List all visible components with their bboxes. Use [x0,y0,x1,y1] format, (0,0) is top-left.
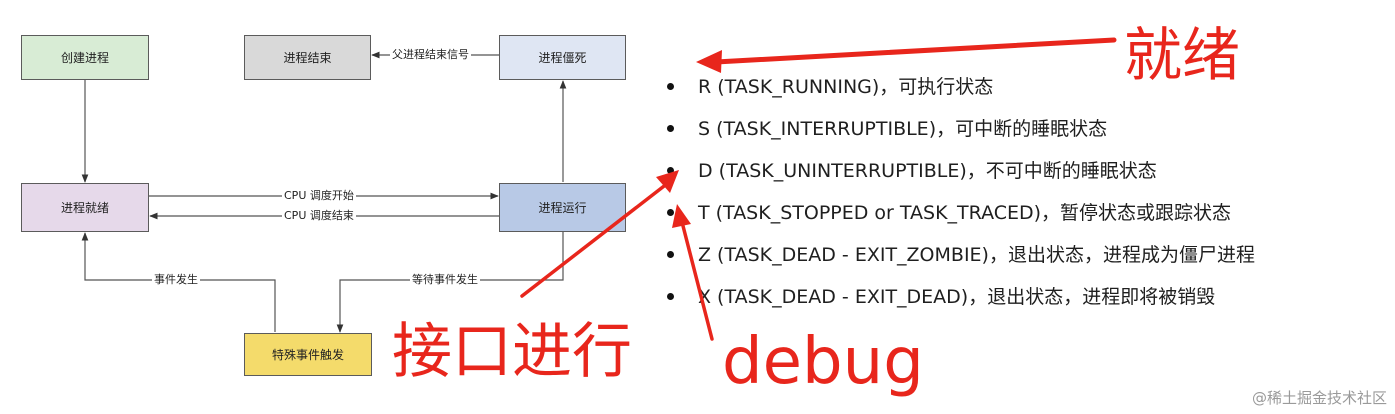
bullet-dot-icon [667,209,674,216]
node-process-end-label: 进程结束 [283,51,332,65]
process-state-list: R (TASK_RUNNING)，可执行状态 S (TASK_INTERRUPT… [664,66,1255,318]
bullet-dot-icon [667,167,674,174]
state-item-text: X (TASK_DEAD - EXIT_DEAD)，退出状态，进程即将被销毁 [698,286,1216,308]
state-item-d: D (TASK_UNINTERRUPTIBLE)，不可中断的睡眠状态 [664,150,1255,192]
node-process-zombie-label: 进程僵死 [538,51,587,65]
node-process-running-label: 进程运行 [538,201,587,215]
annotation-arrow-debug [680,220,714,341]
annotation-arrow-ready [713,37,1117,65]
state-item-text: T (TASK_STOPPED or TASK_TRACED)，暂停状态或跟踪状… [698,202,1232,224]
node-process-end: 进程结束 [244,35,371,80]
annotation-arrowhead-ready [696,50,722,73]
watermark: @稀土掘金技术社区 [1251,389,1387,407]
bullet-dot-icon [667,125,674,132]
node-create-process: 创建进程 [21,35,149,80]
node-process-zombie: 进程僵死 [499,35,626,80]
annotation-arrow-interface [520,181,670,298]
edge-label-event-occurs: 事件发生 [152,273,200,286]
annotation-text-interface: 接口进行 [392,317,632,387]
edge-label-cpu-end: CPU 调度结束 [282,209,356,222]
annotation-arrowhead-interface [656,170,679,193]
state-item-s: S (TASK_INTERRUPTIBLE)，可中断的睡眠状态 [664,108,1255,150]
bullet-dot-icon [667,251,674,258]
annotation-arrowhead-debug [672,204,691,228]
state-item-text: R (TASK_RUNNING)，可执行状态 [698,76,994,98]
state-item-r: R (TASK_RUNNING)，可执行状态 [664,66,1255,108]
edge-label-cpu-start: CPU 调度开始 [282,189,356,202]
state-item-text: S (TASK_INTERRUPTIBLE)，可中断的睡眠状态 [698,118,1108,140]
annotation-text-ready: 就绪 [1124,21,1241,89]
state-item-z: Z (TASK_DEAD - EXIT_ZOMBIE)，退出状态，进程成为僵尸进… [664,234,1255,276]
annotation-text-debug: debug [722,325,924,399]
node-process-running: 进程运行 [499,183,626,232]
edge-label-wait-event: 等待事件发生 [410,273,480,286]
node-special-event-label: 特殊事件触发 [271,348,344,362]
state-item-t: T (TASK_STOPPED or TASK_TRACED)，暂停状态或跟踪状… [664,192,1255,234]
edge-label-parent-signal: 父进程结束信号 [390,48,471,61]
bullet-dot-icon [667,293,674,300]
bullet-dot-icon [667,83,674,90]
state-item-x: X (TASK_DEAD - EXIT_DEAD)，退出状态，进程即将被销毁 [664,276,1255,318]
state-item-text: Z (TASK_DEAD - EXIT_ZOMBIE)，退出状态，进程成为僵尸进… [698,244,1255,266]
state-item-text: D (TASK_UNINTERRUPTIBLE)，不可中断的睡眠状态 [698,160,1157,182]
node-special-event: 特殊事件触发 [244,333,372,376]
node-process-ready: 进程就绪 [21,183,149,232]
node-create-process-label: 创建进程 [60,51,109,65]
node-process-ready-label: 进程就绪 [60,201,109,215]
